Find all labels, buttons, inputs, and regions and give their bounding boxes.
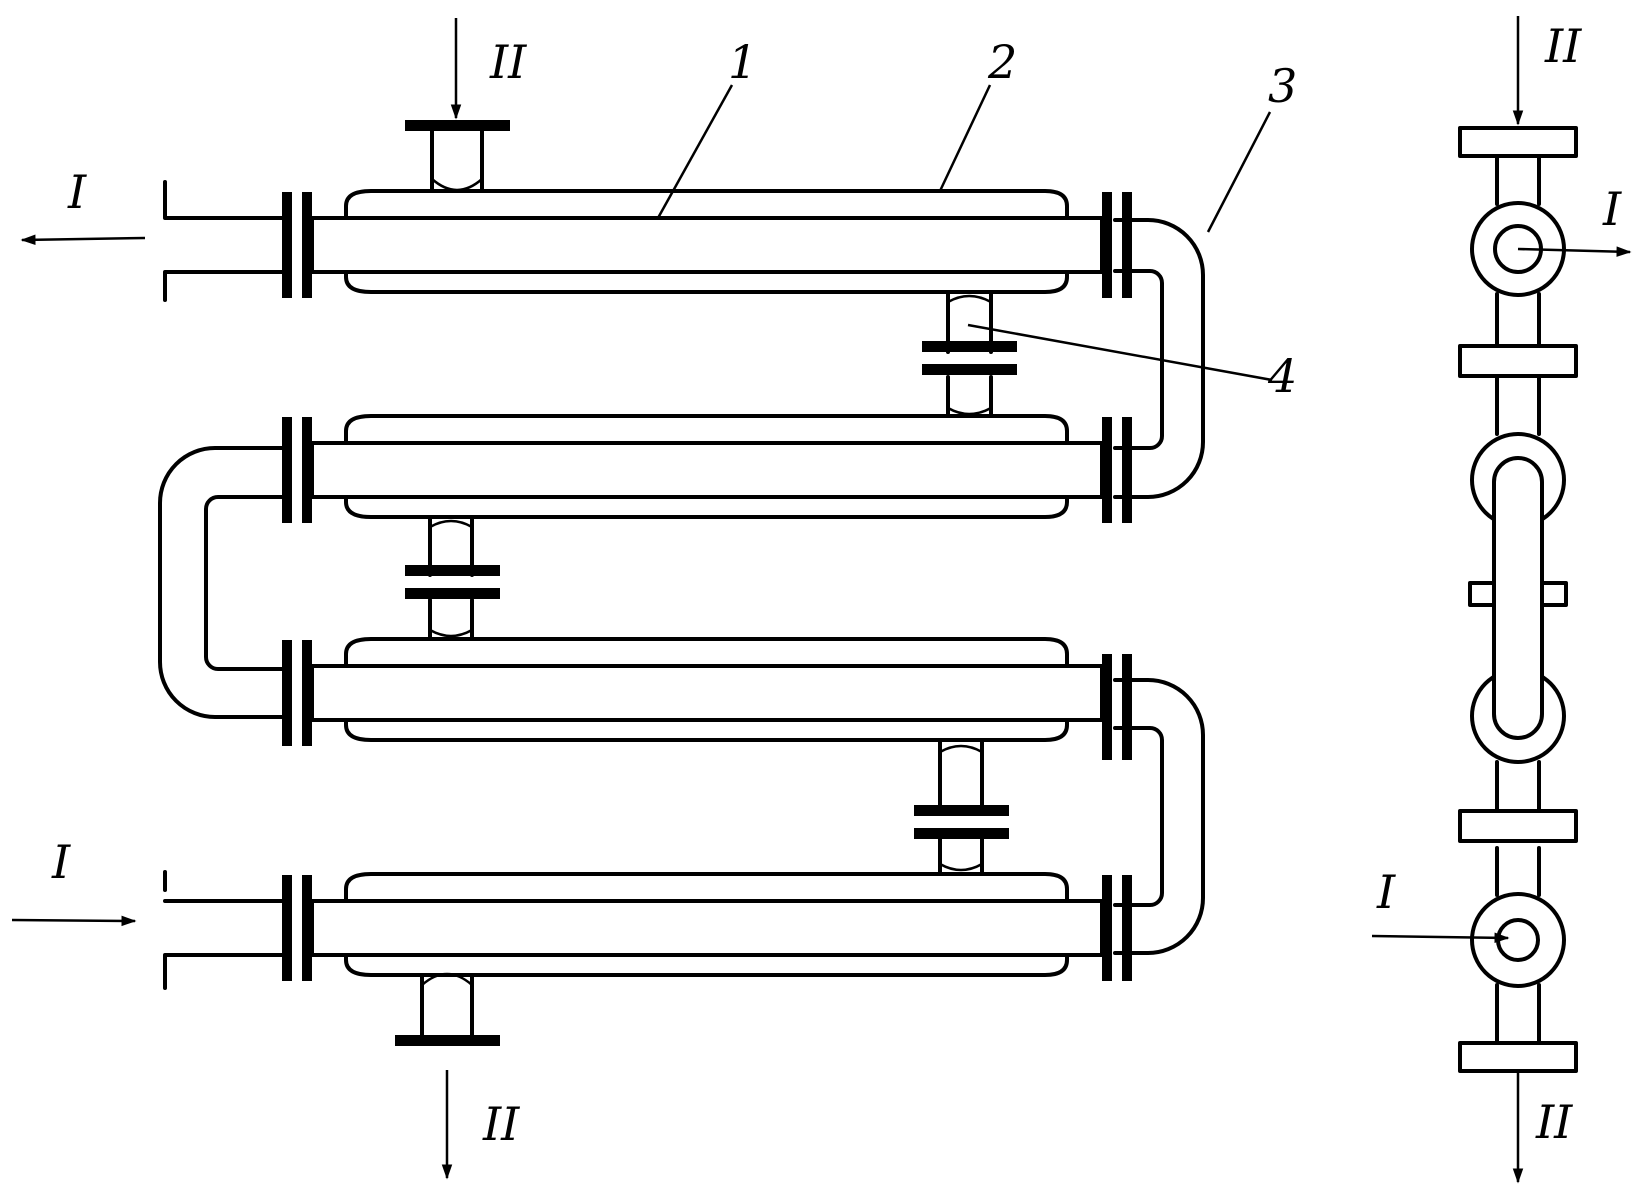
arrow-stream-1-in <box>11 915 137 927</box>
label-stream-1-inlet: I <box>51 835 71 889</box>
outer-shell-row-3 <box>344 637 1069 742</box>
shell-outlet-nozzle <box>395 972 500 1046</box>
outer-shell-row-2 <box>344 414 1069 519</box>
return-bend-left <box>158 446 287 719</box>
label-stream-2-top: II <box>489 35 527 89</box>
label-part-1: 1 <box>728 35 757 89</box>
inner-tube-row-1 <box>310 216 1104 274</box>
arrow-side-stream-1-out <box>1517 246 1632 257</box>
leader-lines <box>656 84 1273 382</box>
label-stream-2-bottom: II <box>482 1097 520 1151</box>
arrow-stream-1-out <box>20 234 146 246</box>
inner-tube-row-3 <box>310 664 1104 722</box>
label-part-3: 3 <box>1268 59 1297 113</box>
return-bend-right-lower <box>1113 678 1205 955</box>
connecting-pipe-4-upper-right <box>922 290 1017 418</box>
label-side-stream-1-outlet: I <box>1602 182 1622 236</box>
label-side-stream-1-inlet: I <box>1376 865 1396 919</box>
label-part-4: 4 <box>1267 349 1297 403</box>
label-side-stream-2-top: II <box>1544 19 1582 73</box>
arrow-side-stream-1-in <box>1371 932 1510 944</box>
outer-shell-row-1 <box>344 189 1069 294</box>
connecting-pipe-lower-right <box>914 738 1009 876</box>
label-part-2: 2 <box>987 35 1017 89</box>
label-stream-1-outlet: I <box>67 165 87 219</box>
inlet-pipe-bottom <box>163 870 284 990</box>
inner-tube-row-4 <box>310 899 1104 957</box>
tube-flanges <box>282 192 1132 981</box>
connecting-pipe-left <box>405 515 500 641</box>
outer-shell-row-4 <box>344 872 1069 977</box>
outlet-pipe-top <box>163 180 284 302</box>
label-side-stream-2-bottom: II <box>1535 1095 1573 1149</box>
shell-inlet-nozzle <box>405 120 510 193</box>
inner-tube-row-2 <box>310 441 1104 499</box>
side-view <box>1458 126 1578 1073</box>
